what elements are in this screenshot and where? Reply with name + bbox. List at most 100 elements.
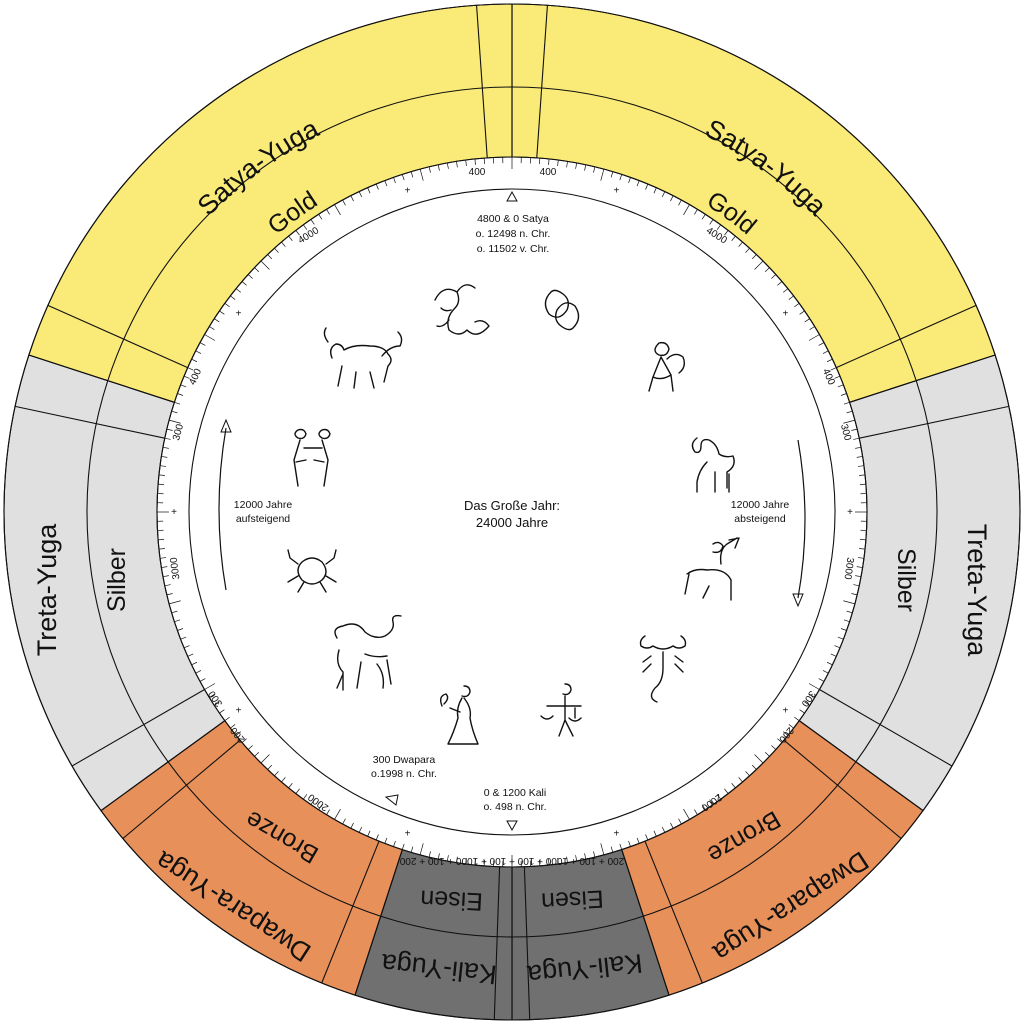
scale-tick: [326, 209, 330, 215]
scale-ticks: ++++++++++: [157, 157, 867, 867]
scale-tick: [683, 204, 690, 216]
scale-label: 300: [838, 423, 853, 442]
scale-tick: [575, 162, 578, 169]
scale-tick: [288, 783, 293, 789]
scorpio-icon: [639, 635, 687, 703]
scale-tick: [295, 788, 300, 794]
scale-tick: [180, 384, 187, 388]
scale-tick: [260, 754, 270, 764]
scale-tick: [350, 822, 354, 829]
pisces-icon: [544, 289, 580, 331]
scale-tick: [342, 199, 346, 206]
scale-tick: [401, 174, 405, 181]
sector-separator: [354, 849, 403, 996]
taurus-icon: [323, 327, 403, 389]
scale-tick: [754, 260, 764, 270]
scale-tick: [593, 166, 596, 173]
scale-tick: [738, 777, 743, 783]
scale-tick: [419, 843, 424, 855]
metal-label-silber-right: Silber: [892, 548, 920, 612]
scale-tick: [177, 393, 184, 396]
scale-plus-mark: +: [405, 828, 411, 839]
metal-label-eisen-right: Eisen: [540, 884, 604, 915]
scale-tick: [326, 809, 330, 815]
scale-label: 4000: [296, 225, 321, 246]
scale-tick: [777, 281, 783, 286]
scale-tick: [375, 834, 379, 841]
scale-tick: [367, 830, 371, 837]
scale-tick: [158, 548, 165, 550]
scale-tick: [653, 187, 657, 194]
scale-tick: [162, 575, 169, 578]
scale-tick: [826, 358, 833, 363]
sagittarius-icon: [684, 537, 740, 601]
scale-tick: [619, 174, 623, 181]
sector-separator: [321, 840, 380, 984]
scale-tick: [446, 855, 449, 862]
marker-kali-line2: o. 498 n. Chr.: [483, 801, 546, 813]
scale-tick: [159, 557, 167, 559]
scale-tick: [219, 709, 225, 714]
scale-tick: [804, 318, 810, 323]
scale-tick: [334, 808, 341, 820]
scale-tick: [465, 159, 467, 167]
scale-tick: [846, 610, 853, 614]
scale-tick: [209, 326, 215, 330]
scale-tick: [584, 164, 587, 171]
marker-kali-line1: 0 & 1200 Kali: [484, 787, 546, 799]
scale-tick: [174, 619, 181, 623]
scale-tick: [350, 195, 354, 202]
scale-tick: [709, 799, 714, 805]
scale-tick: [183, 645, 190, 649]
leo-icon: [334, 614, 402, 691]
yuga-label-treta-right: Treta-Yuga: [962, 524, 992, 658]
scale-tick: [465, 857, 467, 865]
scale-tick: [214, 701, 220, 706]
scale-tick: [834, 375, 841, 379]
scale-tick: [783, 288, 789, 293]
scale-tick: [260, 260, 270, 270]
scale-tick: [636, 180, 640, 187]
scale-tick: [247, 745, 253, 750]
scale-tick: [367, 187, 371, 194]
scale-tick: [855, 446, 862, 449]
scale-tick: [745, 771, 750, 777]
scale-tick: [303, 794, 308, 800]
scale-tick: [799, 310, 805, 315]
yuga-label-treta-left: Treta-Yuga: [32, 523, 62, 657]
scale-tick: [384, 180, 388, 187]
marker-top-line1: 4800 & 0 Satya: [477, 213, 549, 225]
scale-tick: [191, 358, 198, 363]
scale-tick: [716, 794, 721, 800]
scale-tick: [183, 375, 190, 379]
scale-tick: [610, 846, 614, 853]
sector-separator: [859, 405, 1010, 439]
scale-tick: [619, 843, 623, 850]
scale-tick: [456, 161, 458, 168]
scale-tick: [281, 241, 286, 247]
scale-tick: [195, 670, 202, 674]
scale-tick: [777, 738, 783, 743]
sector-separator: [523, 866, 531, 1020]
scale-tick: [830, 367, 837, 371]
scale-ring-outline: [188, 188, 836, 836]
scale-tick: [166, 428, 173, 431]
scale-label: 400: [540, 167, 557, 178]
scale-tick: [267, 254, 273, 260]
scale-tick: [191, 661, 198, 666]
scale-tick: [161, 566, 168, 568]
scale-tick: [548, 859, 550, 866]
scale-tick: [764, 267, 770, 273]
scale-tick: [709, 219, 714, 225]
scale-tick: [600, 169, 605, 181]
scale-plus-mark: +: [783, 706, 789, 717]
scale-tick: [230, 295, 236, 300]
scale-tick: [840, 393, 847, 396]
scale-tick: [209, 694, 215, 698]
scale-label: 400: [187, 367, 204, 387]
scale-tick: [384, 837, 388, 844]
scale-tick: [303, 224, 308, 230]
sector-separator: [493, 866, 501, 1020]
center-subtitle: 24000 Jahre: [476, 515, 548, 530]
